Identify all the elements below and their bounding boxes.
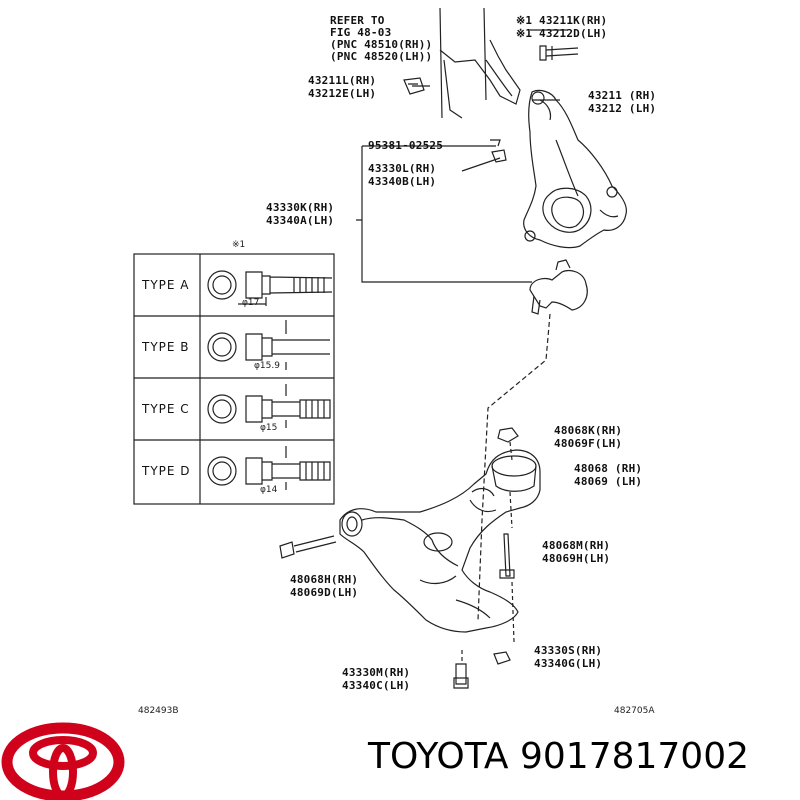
label-43340a-lh: 43340A(LH) [266,214,335,227]
bolt-48068H [279,535,337,559]
strut-outline [439,7,521,119]
table-note: ※1 [232,240,246,250]
label-43212e-lh: 43212E(LH) [308,87,377,100]
label-43340b-lh: 43340B(LH) [368,175,437,188]
nut-48068K [497,427,519,443]
type-c-label: TYPE C [142,402,190,416]
refer-line-3: (PNC 48510(RH)) [330,38,433,51]
bolt-type-b [207,320,330,370]
label-43340c-lh: 43340C(LH) [342,679,411,692]
bolt-type-a [207,270,333,306]
label-43340g-lh: 43340G(LH) [534,657,603,670]
bolt-type-c [207,384,331,428]
label-48069-lh: 48069 (LH) [574,475,643,488]
knuckle-outline [523,89,627,249]
label-43211l-rh: 43211L(RH) [308,74,377,87]
bolt-type-d [207,446,331,490]
type-a-label: TYPE A [142,278,190,292]
ball-joint [529,269,588,311]
upper-bolt [539,45,579,61]
type-b-dia: φ15.9 [254,361,280,371]
label-43330l-rh: 43330L(RH) [368,162,437,175]
flange-nut [403,77,425,95]
bolt-48068M [499,533,515,579]
brand-part-number: TOYOTA 9017817002 [368,736,750,777]
refer-line-1: REFER TO [330,14,385,27]
label-95381: 95381-02525 [368,139,444,152]
label-43212d-lh: ※1 43212D(LH) [516,27,608,40]
bolt-table-frame [133,253,335,505]
label-43212-lh: 43212 (LH) [588,102,657,115]
label-43330m-rh: 43330M(RH) [342,666,411,679]
label-43211-rh: 43211 (RH) [588,89,657,102]
label-48068-rh: 48068 (RH) [574,462,643,475]
label-48069f-lh: 48069F(LH) [554,437,623,450]
ref-right: 482705A [614,706,655,716]
type-d-label: TYPE D [142,464,191,478]
refer-line-2: FIG 48-03 [330,26,392,39]
label-48068k-rh: 48068K(RH) [554,424,623,437]
label-43211k-rh: ※1 43211K(RH) [516,14,608,27]
label-48069d-lh: 48069D(LH) [290,586,359,599]
bolt-43330M [453,663,469,689]
nut-43330S [493,651,511,665]
toyota-logo [1,722,125,800]
leader-lines [356,29,568,283]
label-48068m-rh: 48068M(RH) [542,539,611,552]
type-c-dia: φ15 [260,423,278,433]
ref-left: 482493B [138,706,179,716]
label-48068h-rh: 48068H(RH) [290,573,359,586]
type-d-dia: φ14 [260,485,278,495]
label-48069h-lh: 48069H(LH) [542,552,611,565]
control-arm [339,449,541,633]
center-line [477,313,551,621]
type-b-label: TYPE B [142,340,190,354]
refer-line-4: (PNC 48520(LH)) [330,50,433,63]
label-43330s-rh: 43330S(RH) [534,644,603,657]
label-43330k-rh: 43330K(RH) [266,201,335,214]
type-a-dia: φ17 [242,298,260,308]
cotter-pin [490,139,507,163]
